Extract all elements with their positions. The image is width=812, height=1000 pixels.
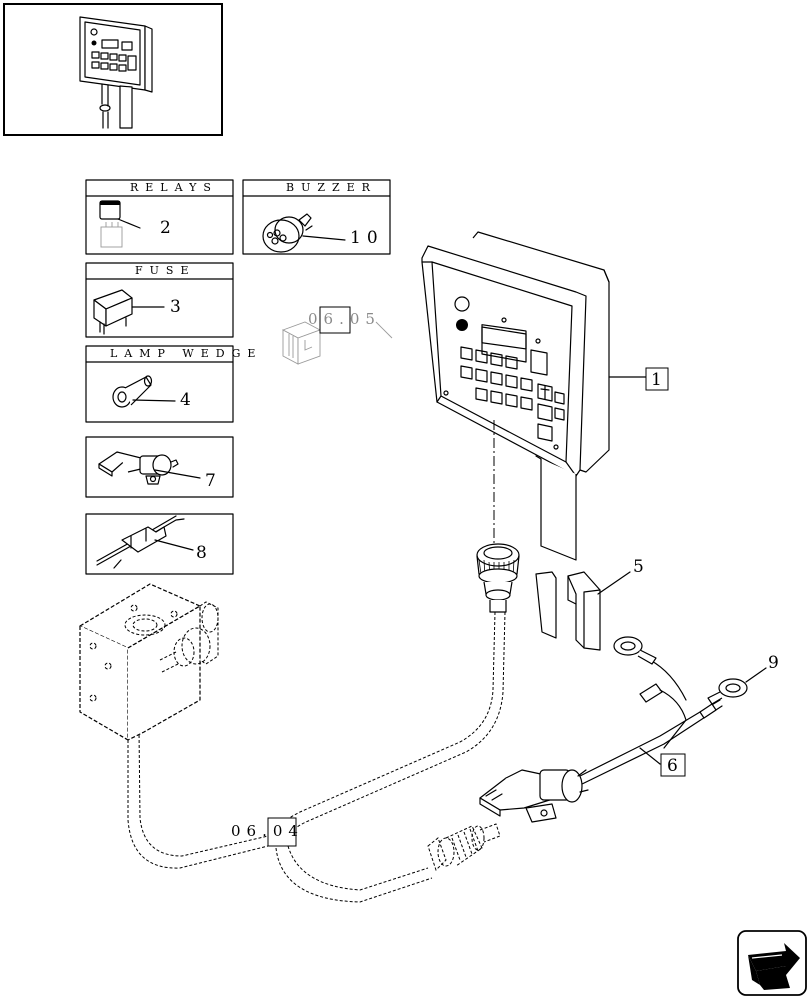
buzzer-icon: [262, 213, 346, 253]
ref-06-05: 06.05: [308, 310, 381, 328]
wire-clamp-icon: [96, 515, 194, 569]
clip-part: 5: [535, 557, 644, 651]
lamp-wedge-icon: [112, 375, 176, 408]
callout-2: 2: [160, 218, 171, 238]
callout-7: 7: [205, 471, 216, 491]
buzzer-box: BUZZER 10: [242, 179, 391, 255]
control-panel-thumbnail: [79, 16, 153, 129]
clamp-box: 8: [85, 513, 234, 575]
harness-assembly: 9 6: [479, 636, 779, 823]
ref-06-04-group: 06.04: [231, 817, 304, 847]
ref-06-05-group: 06.05: [281, 306, 393, 365]
ref-06-04: 06.04: [231, 822, 304, 840]
cable-socket: [476, 543, 520, 613]
callout-4: 4: [180, 390, 191, 410]
control-panel: 1: [421, 231, 669, 561]
mounting-bracket: [79, 583, 219, 741]
callout-6: 6: [667, 756, 678, 776]
callout-9: 9: [768, 653, 779, 673]
connector-icon: [98, 451, 201, 485]
relays-box: RELAYS 2: [85, 179, 234, 255]
fuse-icon: [93, 289, 165, 335]
thumbnail-frame: [3, 3, 223, 136]
callout-3: 3: [170, 297, 181, 317]
fuse-caption: FUSE: [135, 264, 195, 277]
connector-box: 7: [85, 436, 234, 498]
callout-5: 5: [633, 557, 644, 577]
lamp-wedge-caption: LAMP WEDGE: [110, 347, 262, 360]
harness-connector-icon: [479, 769, 589, 823]
lamp-wedge-box: LAMP WEDGE 4: [85, 345, 262, 423]
next-page-arrow-icon[interactable]: [737, 930, 807, 996]
cable-plug: [427, 823, 501, 871]
callout-10: 10: [350, 228, 384, 248]
fuse-box: FUSE 3: [85, 262, 234, 338]
callout-8: 8: [196, 543, 207, 563]
relay-icon: [99, 200, 141, 248]
callout-1: 1: [651, 370, 662, 390]
relays-caption: RELAYS: [130, 181, 218, 194]
buzzer-caption: BUZZER: [286, 181, 377, 194]
